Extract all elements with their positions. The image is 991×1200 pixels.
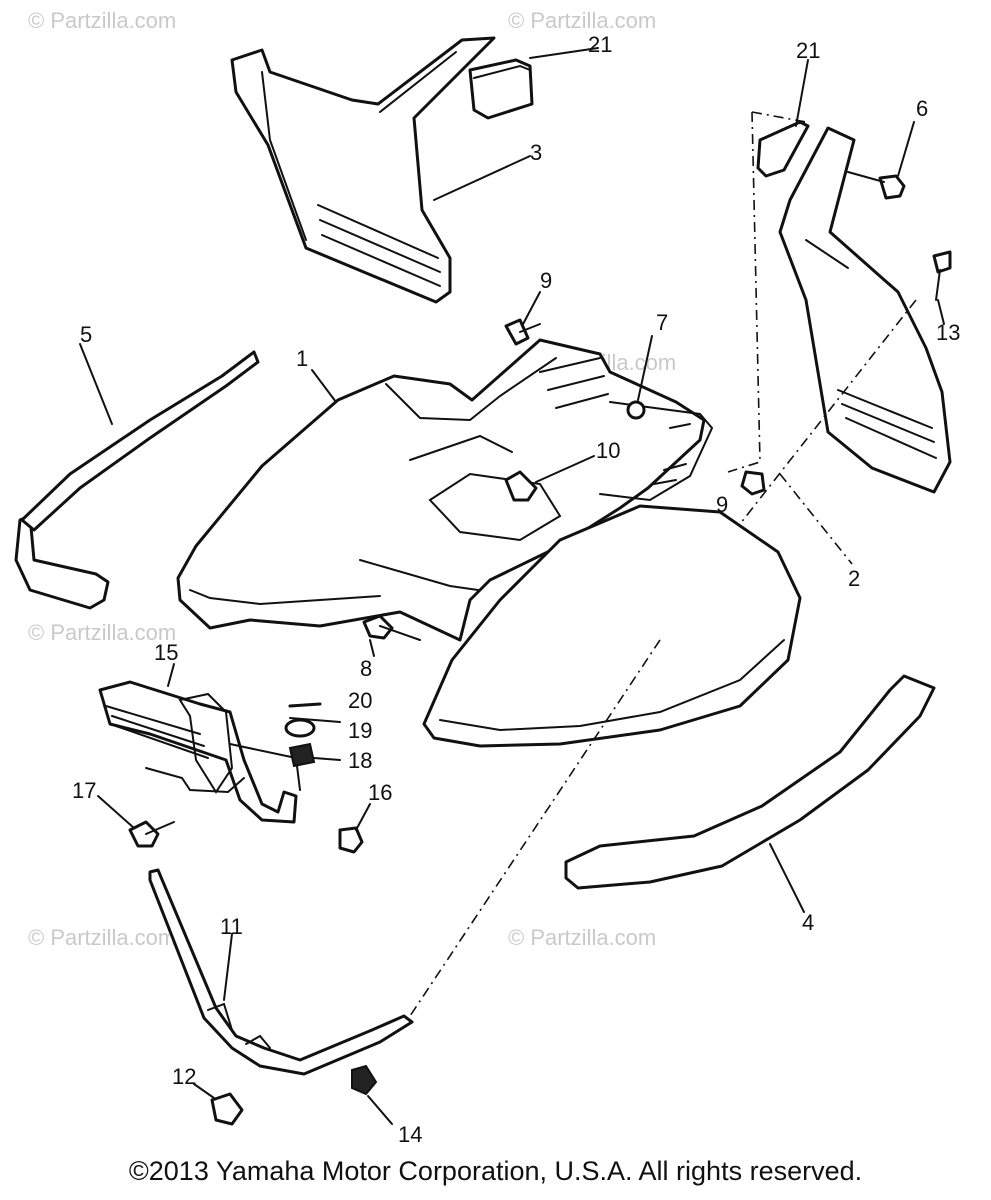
part-4-right-flap <box>564 674 936 890</box>
callout-10: 10 <box>596 438 620 463</box>
part-12-bolt <box>210 1092 244 1126</box>
callout-11: 11 <box>220 914 243 939</box>
part-15-rear-rack <box>98 680 301 824</box>
callout-18: 18 <box>348 748 372 773</box>
callout-12: 12 <box>172 1064 196 1089</box>
part-17-bolt <box>128 820 160 848</box>
part-20-pin <box>288 702 322 708</box>
callout-19: 19 <box>348 718 372 743</box>
callout-21b: 21 <box>796 38 820 63</box>
part-9-bolt-a <box>504 318 530 346</box>
callout-8: 8 <box>360 656 372 681</box>
callout-4: 4 <box>802 910 814 935</box>
watermark-4: © Partzilla.com <box>28 620 176 645</box>
callout-7: 7 <box>656 310 668 335</box>
part-21-right-pad <box>756 120 810 178</box>
part-18-grommet <box>288 742 316 768</box>
callout-13: 13 <box>936 320 960 345</box>
part-5-left-flap <box>14 350 260 610</box>
callout-16: 16 <box>368 780 392 805</box>
part-13-bolt <box>932 250 952 274</box>
part-19-washer <box>284 718 316 738</box>
callout-15: 15 <box>154 640 178 665</box>
part-21-left-pad <box>468 58 534 120</box>
callout-numbers: 1 2 3 4 5 6 7 8 9 9 10 11 12 13 14 15 16… <box>72 32 960 1147</box>
part-9-bolt-b <box>740 470 766 496</box>
part-1-front-fender-panel <box>422 401 802 748</box>
part-7-washer <box>626 400 646 420</box>
callout-20: 20 <box>348 688 372 713</box>
part-1-rear-fender <box>176 338 706 642</box>
callout-9b: 9 <box>716 492 728 517</box>
part-11-stay-bar <box>148 868 414 1076</box>
watermark-6: © Partzilla.com <box>28 925 176 950</box>
callout-2: 2 <box>848 566 860 591</box>
callout-14: 14 <box>398 1122 422 1147</box>
part-14-grommet <box>351 1064 378 1096</box>
callout-5: 5 <box>80 322 92 347</box>
leader-lines <box>79 47 945 1125</box>
part-16-bolt <box>338 826 364 854</box>
watermark-7: © Partzilla.com <box>508 925 656 950</box>
part-3-left-side-cover <box>230 36 496 304</box>
callout-21a: 21 <box>588 32 612 57</box>
part-2-right-side-cover <box>778 126 952 494</box>
callout-6: 6 <box>916 96 928 121</box>
callout-3: 3 <box>530 140 542 165</box>
part-10-bolt <box>504 470 538 502</box>
callout-9a: 9 <box>540 268 552 293</box>
part-8-bolt <box>362 614 394 640</box>
callout-17: 17 <box>72 778 96 803</box>
watermark-1: © Partzilla.com <box>28 8 176 33</box>
callout-1: 1 <box>296 346 308 371</box>
part-6-bolt <box>878 174 906 200</box>
watermark-2: © Partzilla.com <box>508 8 656 33</box>
copyright-notice: ©2013 Yamaha Motor Corporation, U.S.A. A… <box>128 1156 863 1186</box>
parts-diagram: © Partzilla.com © Partzilla.com © Partzi… <box>14 8 960 1147</box>
